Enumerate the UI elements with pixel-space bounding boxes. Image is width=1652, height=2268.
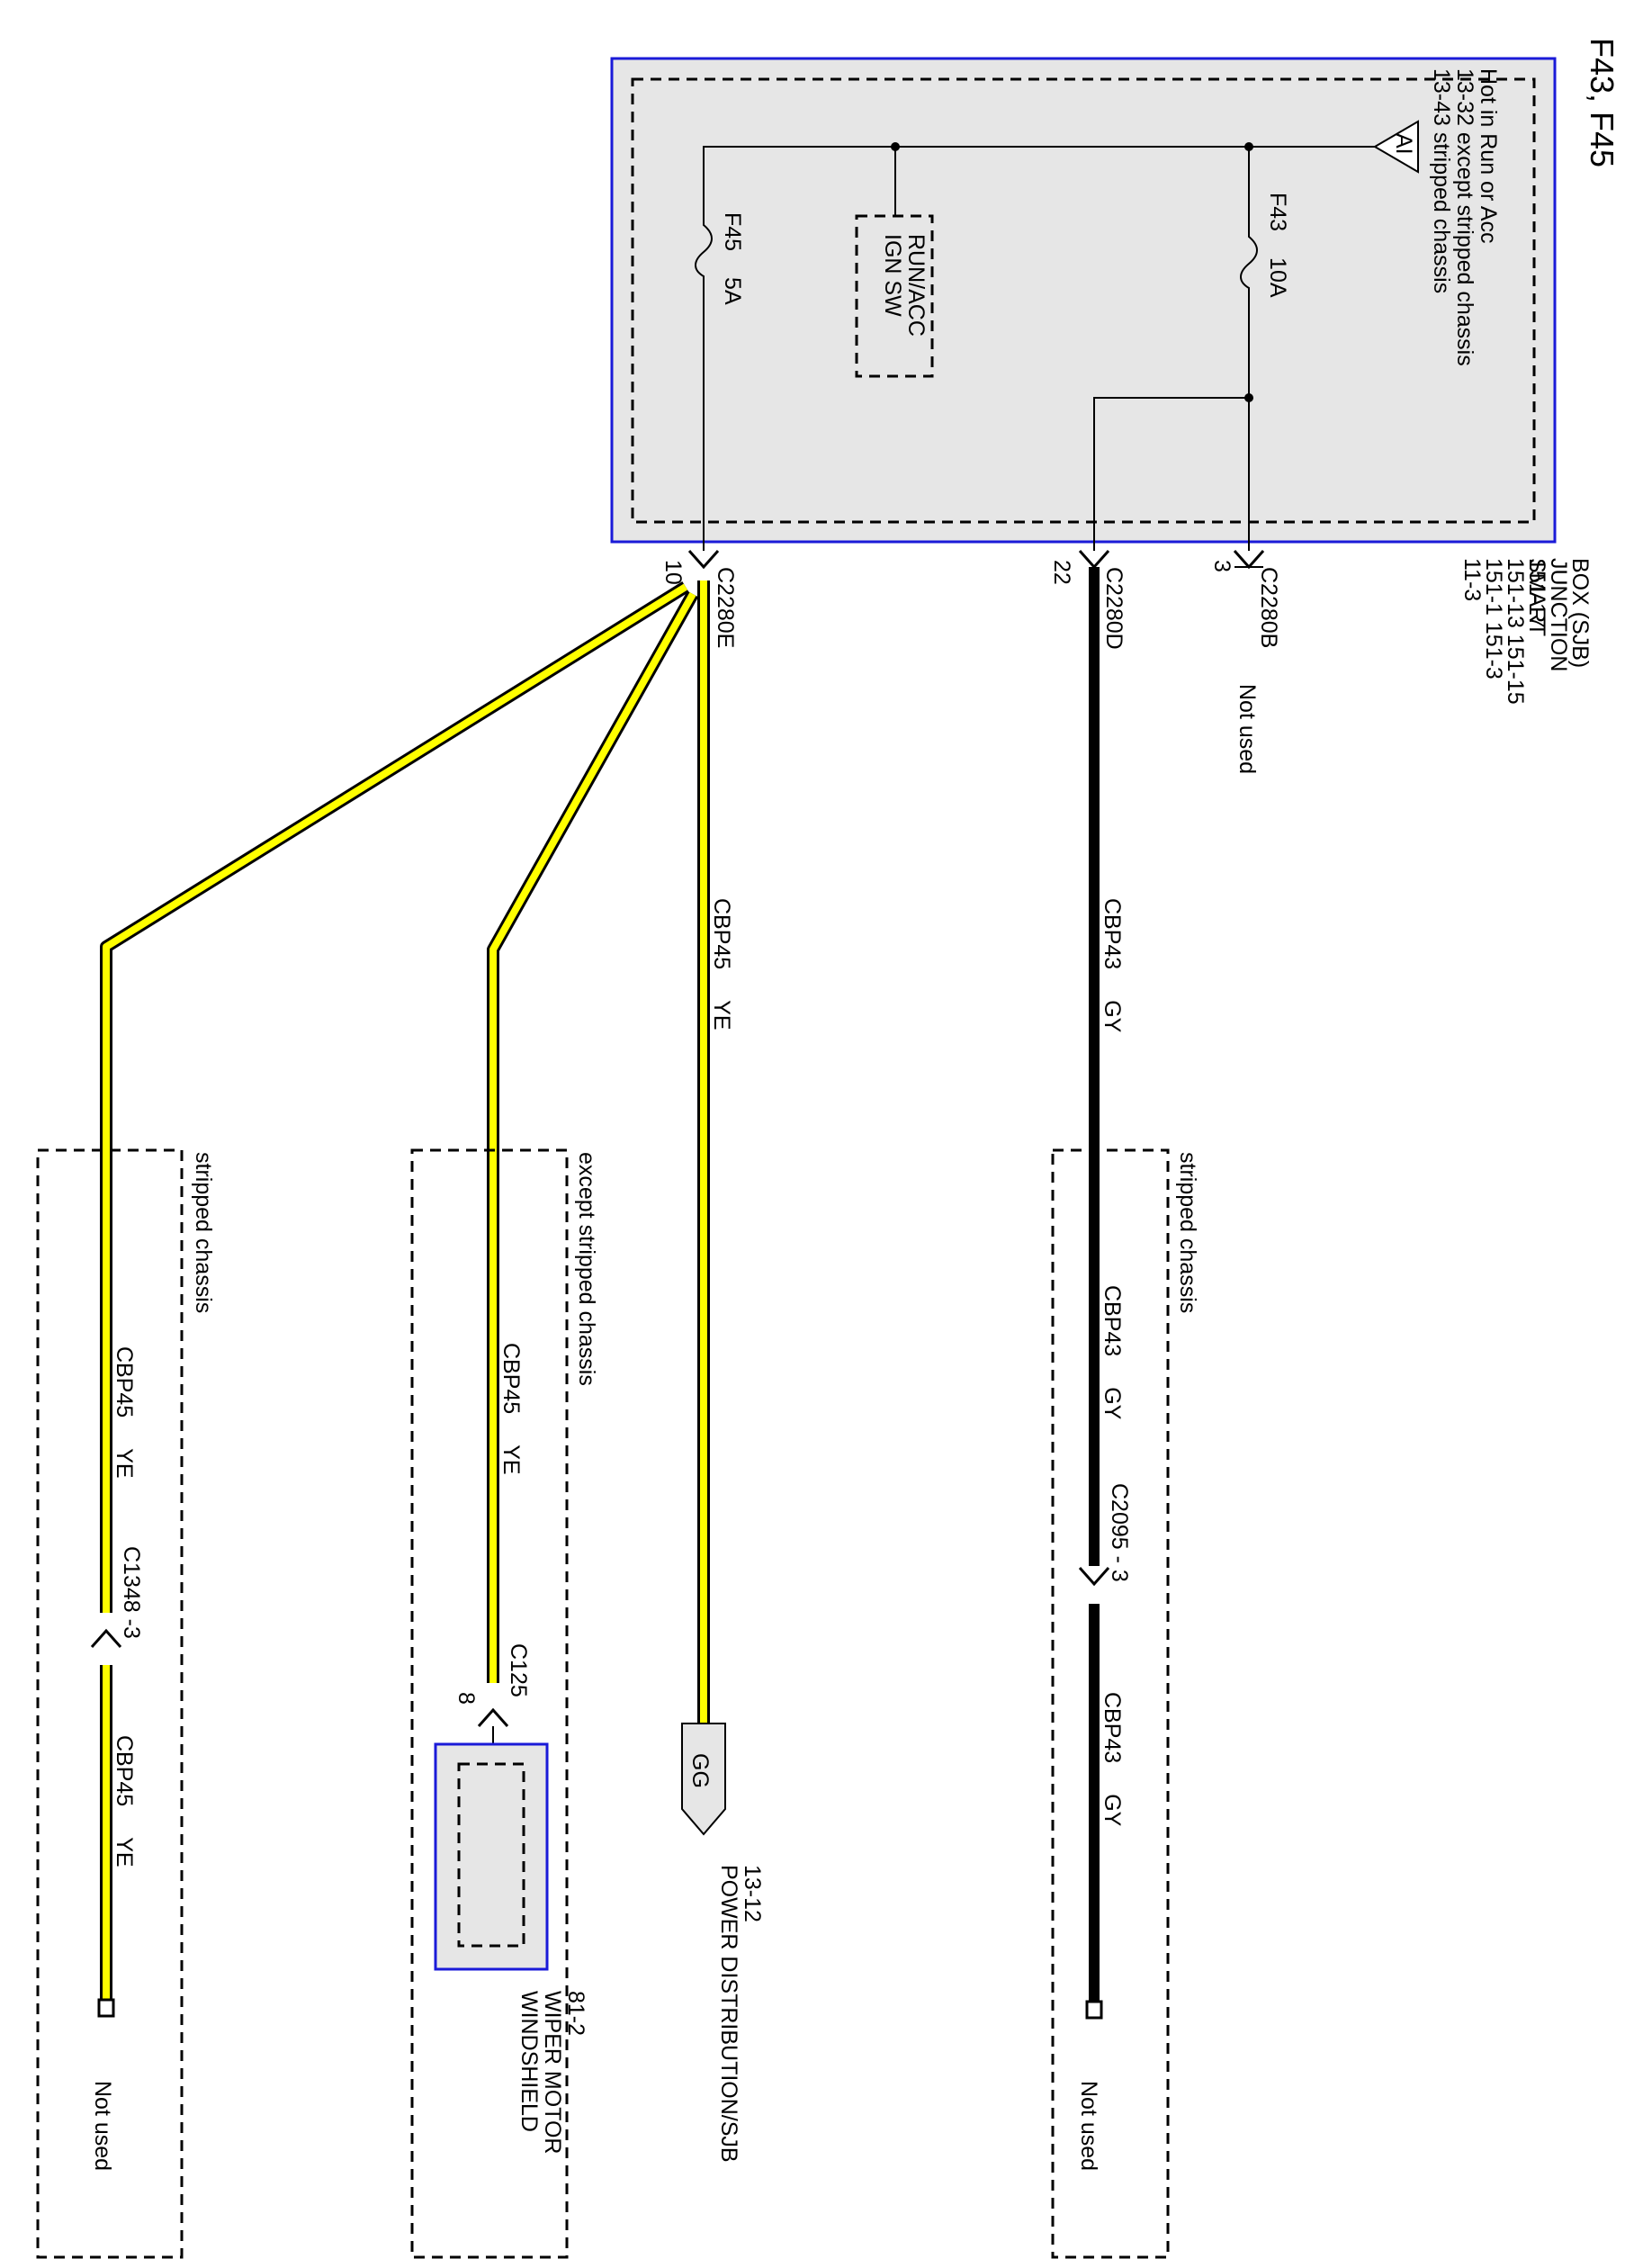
stripped-chassis-box-gy: [1051, 1148, 1170, 2259]
not-used-terminal-gy: [1085, 2000, 1103, 2020]
wire-cbp43-label-2: CBP43GY: [1100, 1285, 1125, 1420]
connector-c2280b-pin: 3: [1209, 560, 1235, 572]
connector-c1348: [90, 1628, 122, 1648]
gg-destination-symbol: [681, 1723, 726, 1836]
wire-cbp45-label-stripped-2: CBP45YE: [112, 1735, 137, 1868]
connector-c125-pin: 8: [453, 1692, 479, 1705]
wiper-motor-component: [434, 1742, 549, 1971]
wiper-motor-label: WINDSHIELD WIPER MOTOR 81-2: [516, 1991, 588, 2160]
connector-c2280e-pin: 10: [660, 560, 686, 585]
fuse-f43-symbol: [1240, 147, 1258, 551]
connector-c2095: [1078, 1567, 1110, 1587]
stripped-chassis-box-ye: [36, 1148, 184, 2259]
connector-c2280d-name: C2280D: [1101, 567, 1127, 650]
connector-c2280b: C2280B 3 Not used: [1209, 550, 1281, 774]
fuse-f43-label: F43 10A: [1265, 193, 1290, 298]
sjb-inner-dashed-boundary: [631, 77, 1536, 524]
connector-c2095-name: C2095 - 3: [1107, 1483, 1132, 1582]
wire-cbp45-label-stripped: CBP45YE: [112, 1346, 137, 1479]
connector-c2280b-name: C2280B: [1256, 567, 1281, 648]
fuse-f45-symbol: [695, 146, 895, 551]
wire-cbp45-label: CBP45YE: [709, 898, 734, 1030]
wire-cbp45-label-wiper: CBP45YE: [498, 1343, 524, 1475]
not-used-label-ye: Not used: [90, 2081, 115, 2171]
sjb-refs: 11-3 151-1 151-3 151-13 151-15 151-17: [1459, 558, 1549, 711]
connector-c2280b-not-used: Not used: [1235, 684, 1260, 774]
smart-junction-box: AI Hot in Run or Acc 13-32 except stripp…: [610, 57, 1557, 551]
connector-c2280e-name: C2280E: [713, 567, 738, 648]
hot-note: Hot in Run or Acc 13-32 except stripped …: [1429, 68, 1501, 373]
connector-c2280d-pin: 22: [1049, 560, 1074, 585]
circuit-cbp45: C2280E 10 CBP45YE GG POWER DISTRIBUTION/…: [36, 550, 765, 2259]
connector-c1348-name: C1348 -3: [119, 1546, 144, 1639]
wire-cbp43-label: CBP43GY: [1100, 898, 1125, 1033]
diagram-title: F43, F45: [1584, 38, 1621, 167]
stripped-chassis-label-gy: stripped chassis: [1175, 1152, 1200, 1313]
connector-c125-name: C125: [506, 1643, 531, 1697]
wire-cbp43-label-3: CBP43GY: [1100, 1692, 1125, 1827]
ignition-switch-label: RUN/ACC IGN SW: [880, 234, 929, 343]
sjb-name-label: SMART JUNCTION BOX (SJB): [1524, 558, 1593, 678]
power-distribution-label: POWER DISTRIBUTION/SJB 13-12: [716, 1865, 765, 2169]
except-stripped-chassis-label: except stripped chassis: [574, 1152, 599, 1386]
stripped-chassis-label-ye: stripped chassis: [191, 1152, 216, 1313]
ignition-switch: [855, 214, 934, 378]
circuit-cbp43: C2280D 22 CBP43GY stripped chassis CBP43…: [1049, 550, 1200, 2259]
wiper-motor-inner: [457, 1762, 525, 1948]
gg-symbol-label: GG: [687, 1753, 713, 1788]
not-used-label-gy: Not used: [1076, 2081, 1101, 2171]
not-used-terminal-ye: [97, 1998, 115, 2018]
except-stripped-chassis-box: [410, 1148, 569, 2259]
hot-in-symbol-label: AI: [1391, 133, 1416, 155]
fuse-f45-label: F45 5A: [720, 212, 745, 305]
hot-in-symbol: [1373, 120, 1419, 174]
connector-c125: [477, 1707, 509, 1727]
